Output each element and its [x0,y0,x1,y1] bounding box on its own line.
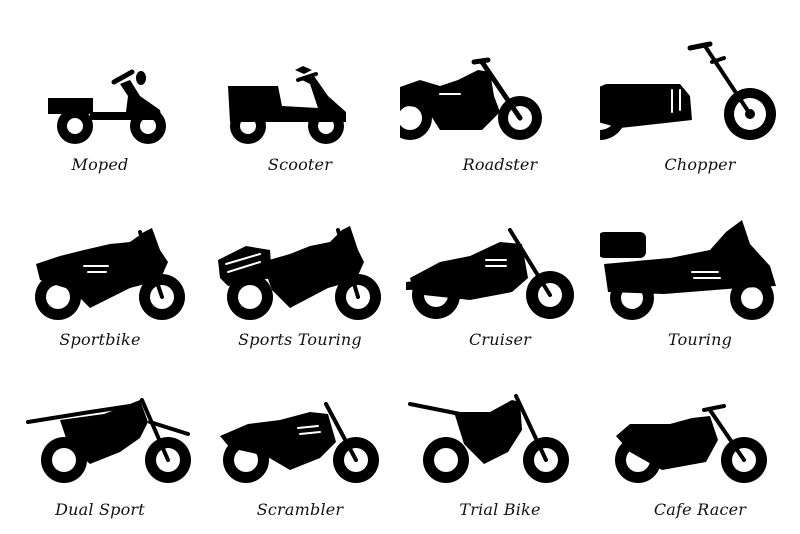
chopper-icon [600,41,776,140]
item-label: Trial Bike [459,500,541,519]
item-trial-bike: Trial Bike [400,360,600,534]
item-label: Cruiser [468,330,532,349]
roadster-icon [400,57,542,140]
sports-touring-icon [218,226,381,320]
item-label: Touring [667,330,733,349]
cafe-racer-icon [615,404,767,483]
item-sports-touring: Sports Touring [200,180,400,360]
touring-icon [600,220,776,320]
item-label: Chopper [664,155,736,174]
moped-icon [48,69,166,144]
sportbike-icon [35,228,185,320]
dual-sport-icon [26,398,191,483]
trial-bike-icon [408,394,569,483]
item-label: Scrambler [256,500,344,519]
item-scooter: Scooter [200,0,400,180]
item-moped: Moped [0,0,200,180]
item-label: Roadster [462,155,538,174]
item-scrambler: Scrambler [200,360,400,534]
item-label: Sports Touring [238,330,362,349]
cruiser-icon [406,228,574,319]
item-chopper: Chopper [600,0,800,180]
item-roadster: Roadster [400,0,600,180]
item-dual-sport: Dual Sport [0,360,200,534]
item-label: Scooter [267,155,333,174]
item-label: Sportbike [59,330,141,349]
item-label: Dual Sport [55,500,145,519]
item-touring: Touring [600,180,800,360]
item-sportbike: Sportbike [0,180,200,360]
scooter-icon [228,66,346,144]
item-cafe-racer: Cafe Racer [600,360,800,534]
item-label: Cafe Racer [653,500,747,519]
item-cruiser: Cruiser [400,180,600,360]
scrambler-icon [220,402,379,483]
item-label: Moped [71,155,129,174]
